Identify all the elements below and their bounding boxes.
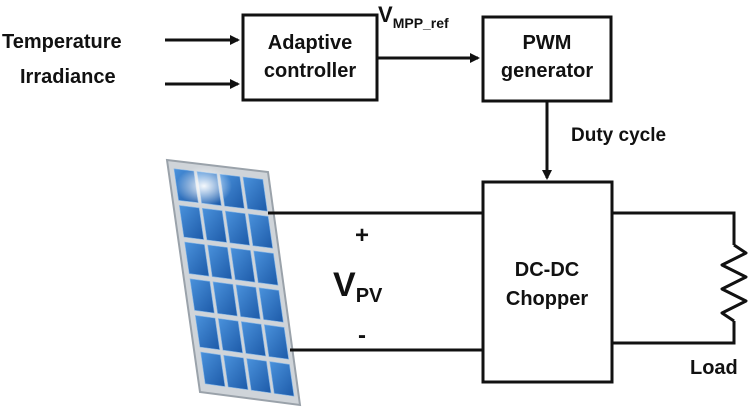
load-resistor [720, 243, 748, 323]
adaptive-controller-line1: Adaptive [268, 32, 352, 54]
solar-cell [184, 241, 210, 277]
solar-cell [242, 176, 268, 212]
duty-cycle-label: Duty cycle [571, 125, 666, 146]
solar-cell [246, 358, 272, 394]
irradiance-label: Irradiance [20, 66, 116, 88]
dc-dc-chopper-block: DC-DC Chopper [481, 180, 614, 384]
solar-cell [258, 287, 284, 323]
solar-cell [269, 361, 295, 397]
solar-cell [207, 244, 233, 280]
solar-cell [235, 284, 261, 320]
chopper-line1: DC-DC [515, 259, 579, 281]
adaptive-controller-block: Adaptive controller [241, 13, 379, 102]
adaptive-controller-line2: controller [264, 60, 356, 82]
load-label: Load [690, 357, 738, 379]
solar-panel-image [165, 158, 302, 407]
solar-cell [230, 247, 256, 283]
load-wire-top [612, 211, 736, 245]
solar-cell [253, 250, 279, 286]
pwm-generator-block: PWM generator [481, 15, 613, 103]
minus-sign: - [358, 322, 366, 349]
solar-cell [194, 315, 221, 351]
solar-cell [240, 321, 267, 357]
solar-cell [224, 210, 251, 246]
load-wire-bottom [612, 321, 736, 345]
solar-cell [263, 324, 290, 360]
plus-sign: + [355, 222, 369, 249]
pwm-generator-line2: generator [501, 60, 593, 82]
pwm-generator-line1: PWM [523, 32, 572, 54]
chopper-line2: Chopper [506, 288, 588, 310]
solar-cell [223, 354, 249, 391]
vpv-label: VPV [333, 266, 383, 307]
solar-cell [201, 207, 228, 243]
solar-cell [189, 278, 215, 314]
solar-cell [217, 318, 244, 354]
solar-cell [247, 213, 274, 249]
solar-cell [178, 205, 205, 240]
vmpp-ref-label: VMPP_ref [378, 2, 449, 31]
temperature-label: Temperature [2, 31, 122, 53]
solar-cell [212, 281, 238, 317]
solar-cell [200, 351, 226, 387]
